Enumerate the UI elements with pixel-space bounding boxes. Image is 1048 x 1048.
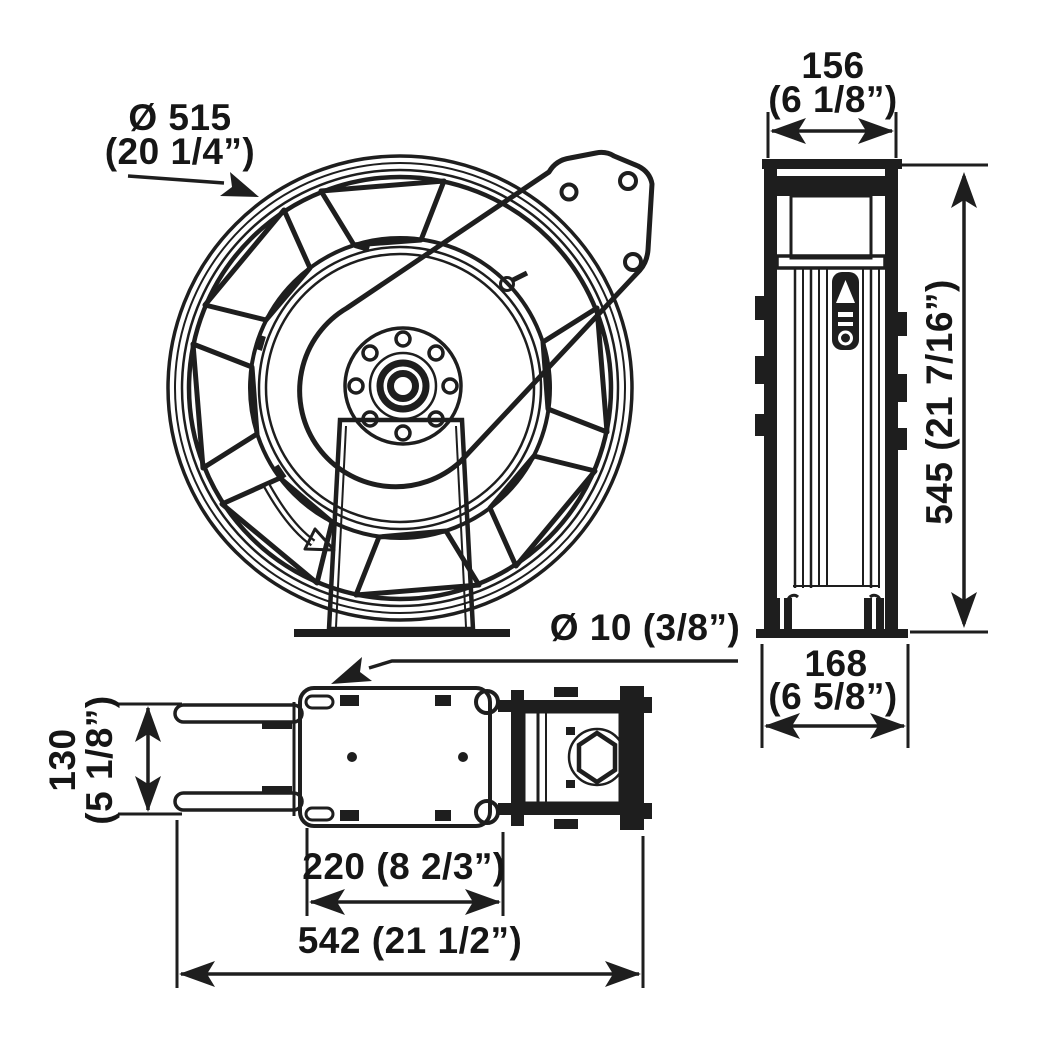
leader-arrowhead: [331, 657, 372, 684]
fork-arms: [173, 702, 304, 816]
side-rail-left: [764, 169, 777, 629]
top-view: [173, 686, 652, 830]
dim-base-depth: 168 (6 5/8”): [760, 643, 910, 748]
swivel-arm: [297, 149, 655, 490]
dim-fork-height: 130 (5 1/8”): [42, 695, 182, 825]
dim-overall-length: 542 (21 1/2”): [175, 820, 645, 988]
dim-label-base-depth: 168: [804, 643, 867, 684]
dim-overall-height: 545 (21 7/16”): [902, 163, 988, 634]
dim-label-side-width: 156: [801, 45, 864, 86]
leader-arrowhead: [220, 172, 259, 197]
hub: [343, 326, 463, 446]
dim-label-base-depth-in: (6 5/8”): [768, 676, 897, 717]
pedestal: [294, 417, 510, 637]
dim-mount-spacing: 220 (8 2/3”): [302, 828, 505, 916]
dim-label-mount-spacing: 220 (8 2/3”): [302, 846, 505, 887]
bracket-hole: [623, 252, 643, 272]
arm-pin: [499, 276, 515, 292]
side-drum-lines: [793, 268, 880, 588]
mount-plate: [298, 686, 500, 828]
dim-label-overall-length: 542 (21 1/2”): [298, 920, 523, 961]
bracket-hole: [559, 182, 579, 202]
dim-label-reel-diameter-in: (20 1/4”): [105, 131, 256, 172]
dim-label-fork-height-in: (5 1/8”): [79, 695, 120, 824]
dim-label-reel-diameter: Ø 515: [128, 97, 231, 138]
dim-label-mount-hole: Ø 10 (3/8”): [550, 607, 741, 648]
dim-mount-hole: Ø 10 (3/8”): [331, 607, 740, 684]
mount-hole: [347, 752, 357, 762]
dim-label-overall-height: 545 (21 7/16”): [919, 279, 960, 525]
side-feet: [756, 593, 908, 638]
hub-bolt-holes: [347, 330, 459, 442]
dim-reel-diameter: Ø 515 (20 1/4”): [105, 97, 259, 197]
base-plate-side: [756, 629, 908, 638]
dim-side-width: 156 (6 1/8”): [766, 45, 898, 158]
reel-rim: [166, 154, 634, 622]
reel-spoke-slots: [190, 178, 610, 598]
hose-latch: [832, 272, 859, 350]
hex-fitting: [576, 730, 618, 785]
rotation-arrow-icon: [263, 484, 336, 552]
front-view: [166, 149, 655, 637]
side-view: [755, 159, 908, 638]
side-tabs: [755, 296, 907, 450]
side-rail-right: [885, 169, 898, 629]
base-plate-front: [294, 629, 510, 637]
dim-label-fork-height: 130: [42, 728, 83, 791]
reel-drum: [248, 236, 552, 540]
dim-label-side-width-in: (6 1/8”): [768, 79, 897, 120]
swivel-bracket-top: [498, 686, 652, 830]
mount-hole: [458, 752, 468, 762]
bracket-hole: [618, 171, 638, 191]
